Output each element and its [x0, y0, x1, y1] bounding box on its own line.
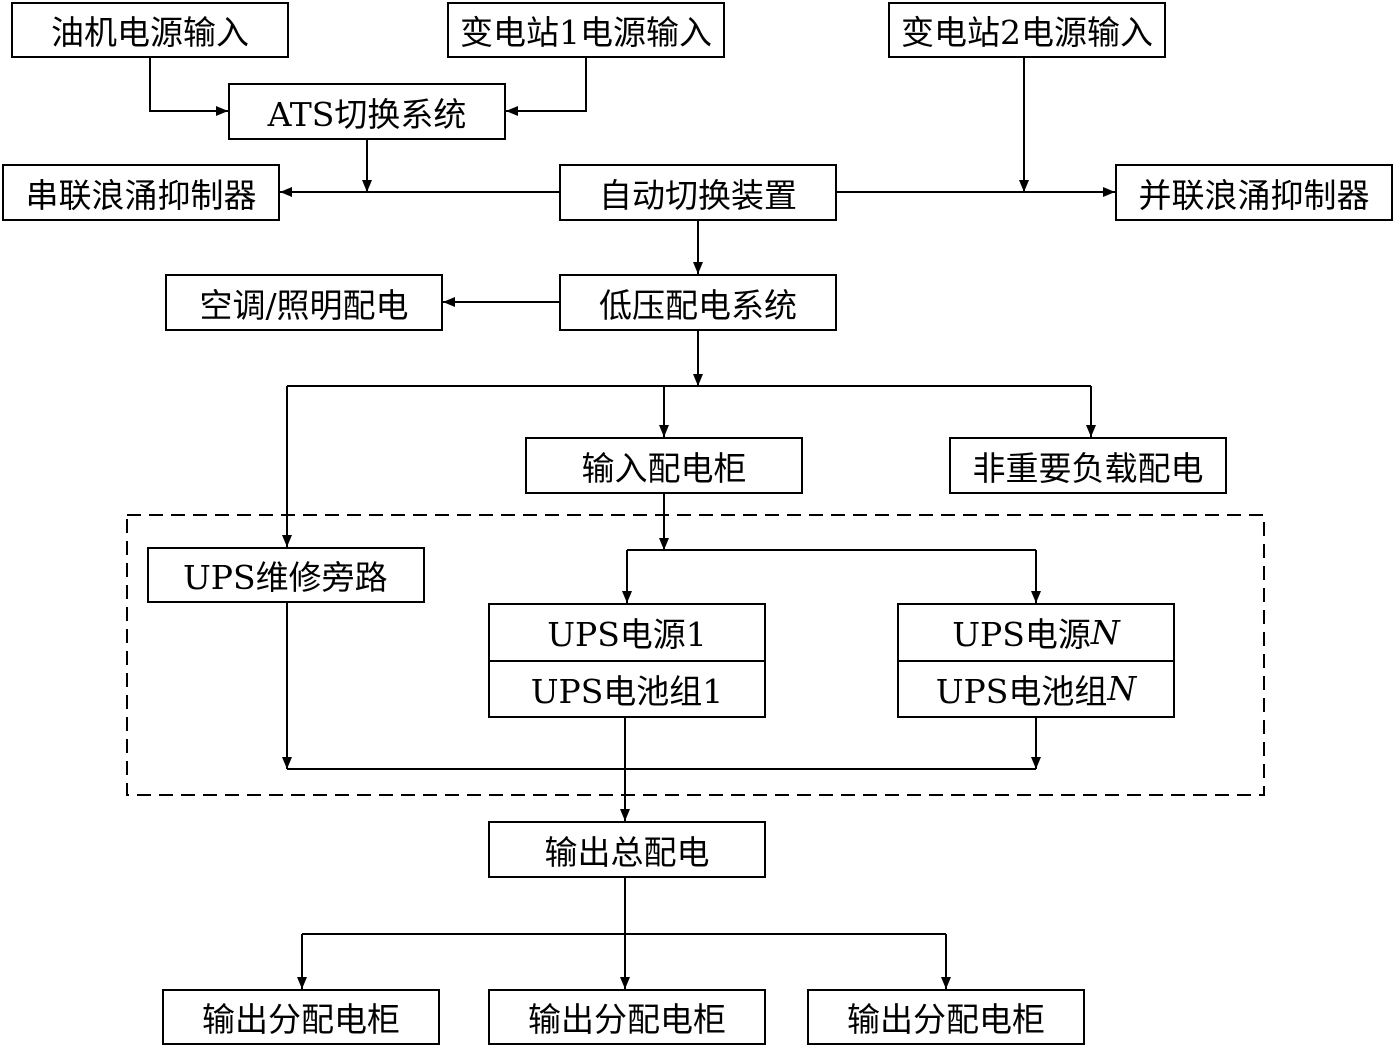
ups-battery-1-label: UPS电池组1 — [490, 659, 764, 717]
ups-power-n-prefix: UPS电源 — [952, 615, 1091, 655]
output-sub-cabinet-1-box: 输出分配电柜 — [162, 989, 440, 1045]
parallel-surge-suppressor-box: 并联浪涌抑制器 — [1115, 164, 1393, 221]
oil-engine-input-box: 油机电源输入 — [11, 2, 289, 58]
hvac-lighting-distribution-box: 空调/照明配电 — [165, 274, 443, 331]
substation1-input-box: 变电站1电源输入 — [447, 2, 725, 58]
output-main-distribution-box: 输出总配电 — [488, 821, 766, 878]
ats-switch-box: ATS切换系统 — [228, 83, 506, 140]
ups-maintenance-bypass-box: UPS维修旁路 — [147, 547, 425, 603]
connector-sub1-to-ats — [506, 58, 587, 116]
ups-system-boundary — [126, 514, 1265, 796]
ups-battery-n-prefix: UPS电池组 — [935, 671, 1108, 711]
ups-battery-n-suffix: N — [1107, 669, 1137, 709]
output-sub-cabinet-2-box: 输出分配电柜 — [488, 989, 766, 1045]
ups-unit-1-box: UPS电源1 UPS电池组1 — [488, 603, 766, 718]
ups-power-n-suffix: N — [1090, 612, 1120, 652]
input-distribution-cabinet-box: 输入配电柜 — [525, 437, 803, 494]
non-critical-load-distribution-box: 非重要负载配电 — [949, 437, 1227, 494]
output-sub-cabinet-3-box: 输出分配电柜 — [807, 989, 1085, 1045]
low-voltage-distribution-box: 低压配电系统 — [559, 274, 837, 331]
ups-power-1-label: UPS电源1 — [547, 615, 707, 655]
series-surge-suppressor-box: 串联浪涌抑制器 — [2, 164, 280, 221]
connector-oil-to-ats — [149, 58, 228, 116]
auto-transfer-switch-box: 自动切换装置 — [559, 164, 837, 221]
substation2-input-box: 变电站2电源输入 — [888, 2, 1166, 58]
